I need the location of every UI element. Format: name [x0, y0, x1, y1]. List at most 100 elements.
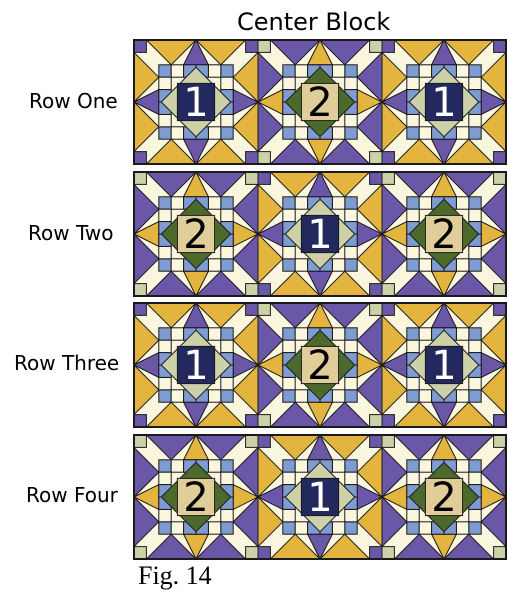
- cream-square: [419, 259, 431, 271]
- cream-square: [283, 209, 295, 221]
- corner-square: [258, 172, 270, 184]
- cream-square: [171, 522, 183, 534]
- corner-square: [246, 40, 258, 52]
- cream-square: [469, 377, 481, 389]
- cream-square: [283, 509, 295, 521]
- cream-square: [332, 259, 344, 271]
- cream-square: [407, 340, 419, 352]
- corner-square: [134, 415, 146, 427]
- cream-square: [419, 522, 431, 534]
- quilt-block: 1: [382, 303, 506, 427]
- blue-square: [469, 65, 481, 77]
- cream-square: [159, 246, 171, 258]
- cream-square: [345, 509, 357, 521]
- cream-square: [295, 522, 307, 534]
- cream-square: [456, 390, 468, 402]
- quilt-block: 1: [134, 303, 258, 427]
- cream-square: [171, 65, 183, 77]
- cream-square: [407, 246, 419, 258]
- corner-square: [258, 547, 270, 559]
- corner-square: [246, 303, 258, 315]
- cream-square: [171, 390, 183, 402]
- cream-square: [332, 328, 344, 340]
- corner-square: [370, 40, 382, 52]
- blue-square: [283, 390, 295, 402]
- blue-square: [469, 127, 481, 139]
- corner-square: [382, 303, 394, 315]
- blue-square: [283, 259, 295, 271]
- quilt-row-2: 212: [134, 172, 506, 296]
- cream-square: [295, 197, 307, 209]
- block-number: 1: [307, 212, 332, 258]
- corner-square: [494, 303, 506, 315]
- blue-square: [159, 390, 171, 402]
- cream-square: [456, 65, 468, 77]
- quilt-block: 2: [258, 303, 382, 427]
- cream-square: [456, 127, 468, 139]
- blue-square: [221, 259, 233, 271]
- blue-square: [283, 522, 295, 534]
- block-number: 2: [431, 475, 456, 521]
- cream-square: [283, 377, 295, 389]
- corner-square: [370, 284, 382, 296]
- cream-square: [171, 460, 183, 472]
- cream-square: [345, 209, 357, 221]
- cream-square: [221, 340, 233, 352]
- corner-square: [370, 172, 382, 184]
- cream-square: [171, 259, 183, 271]
- quilt-block: 1: [258, 172, 382, 296]
- blue-square: [407, 328, 419, 340]
- corner-square: [370, 435, 382, 447]
- cream-square: [456, 522, 468, 534]
- cream-square: [295, 259, 307, 271]
- blue-square: [469, 390, 481, 402]
- cream-square: [295, 127, 307, 139]
- blue-square: [221, 197, 233, 209]
- blue-square: [345, 259, 357, 271]
- corner-square: [370, 152, 382, 164]
- blue-square: [283, 197, 295, 209]
- cream-square: [283, 246, 295, 258]
- cream-square: [208, 522, 220, 534]
- cream-square: [407, 77, 419, 89]
- blue-square: [221, 328, 233, 340]
- block-number: 1: [183, 80, 208, 126]
- corner-square: [494, 284, 506, 296]
- corner-square: [382, 152, 394, 164]
- cream-square: [407, 114, 419, 126]
- cream-square: [208, 259, 220, 271]
- blue-square: [159, 65, 171, 77]
- cream-square: [208, 127, 220, 139]
- cream-square: [159, 377, 171, 389]
- cream-square: [332, 197, 344, 209]
- blue-square: [221, 460, 233, 472]
- corner-square: [494, 547, 506, 559]
- corner-square: [134, 152, 146, 164]
- corner-square: [246, 152, 258, 164]
- blue-square: [345, 390, 357, 402]
- cream-square: [469, 509, 481, 521]
- blue-square: [159, 127, 171, 139]
- block-number: 1: [307, 475, 332, 521]
- cream-square: [419, 390, 431, 402]
- blue-square: [159, 522, 171, 534]
- corner-square: [382, 172, 394, 184]
- quilt-block: 1: [134, 40, 258, 164]
- cream-square: [159, 209, 171, 221]
- cream-square: [345, 340, 357, 352]
- blue-square: [407, 522, 419, 534]
- cream-square: [208, 65, 220, 77]
- corner-square: [134, 172, 146, 184]
- cream-square: [295, 390, 307, 402]
- corner-square: [134, 547, 146, 559]
- block-number: 2: [183, 475, 208, 521]
- cream-square: [208, 197, 220, 209]
- cream-square: [407, 472, 419, 484]
- cream-square: [407, 377, 419, 389]
- cream-square: [456, 259, 468, 271]
- cream-square: [295, 328, 307, 340]
- blue-square: [469, 259, 481, 271]
